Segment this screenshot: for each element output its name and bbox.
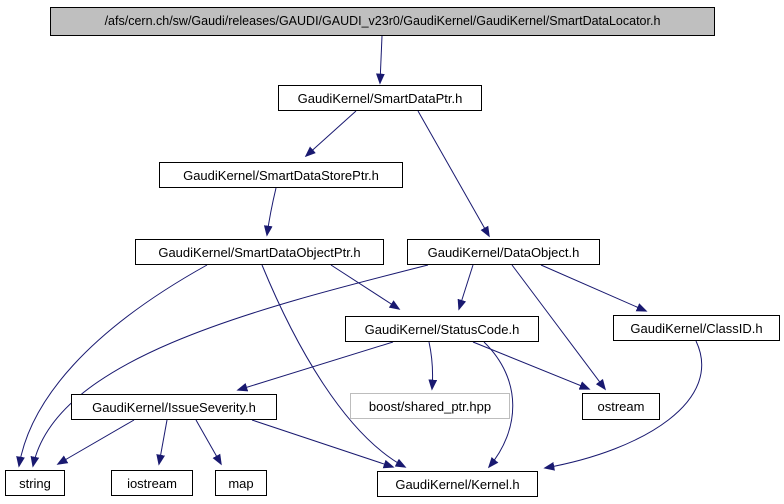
node-label-issueseverity: GaudiKernel/IssueSeverity.h [92,399,256,415]
node-label-classid: GaudiKernel/ClassID.h [630,320,763,336]
edge-dataobject-to-ostream [511,264,606,391]
edge-smartdatastoreptr-to-smartdataobjectptr [263,187,277,237]
node-label-dataobject: GaudiKernel/DataObject.h [427,244,580,260]
node-map: map [215,470,267,496]
edge-dataobject-to-statuscode [457,264,474,311]
edge-dataobject-to-string [30,264,429,468]
edge-issueseverity-to-iostream [156,419,168,466]
node-dataobject[interactable]: GaudiKernel/DataObject.h [407,239,600,265]
edge-statuscode-to-ostream [472,341,591,390]
node-smartdataptr[interactable]: GaudiKernel/SmartDataPtr.h [278,85,482,111]
edge-issueseverity-to-kernel [251,419,395,469]
node-ostream: ostream [582,393,660,420]
edge-root-to-smartdataptr [376,35,385,85]
node-root: /afs/cern.ch/sw/Gaudi/releases/GAUDI/GAU… [50,7,715,36]
node-label-map: map [228,475,254,491]
edge-dataobject-to-classid [540,264,648,312]
edge-smartdataptr-to-smartdatastoreptr [304,110,357,158]
edge-smartdataobjectptr-to-string [16,264,208,468]
edge-statuscode-to-issueseverity [236,341,394,392]
node-kernel[interactable]: GaudiKernel/Kernel.h [377,471,538,497]
edge-statuscode-to-kernel [483,341,514,469]
node-label-ostream: ostream [597,399,645,414]
edge-statuscode-to-boost-shared-ptr [428,341,438,391]
node-string: string [5,470,65,496]
edge-classid-to-kernel [543,340,703,471]
edge-issueseverity-to-string [56,419,135,465]
node-label-kernel: GaudiKernel/Kernel.h [395,476,520,492]
node-issueseverity[interactable]: GaudiKernel/IssueSeverity.h [71,394,277,420]
edge-issueseverity-to-map [195,419,222,466]
node-label-smartdatastoreptr: GaudiKernel/SmartDataStorePtr.h [183,167,379,183]
node-smartdataobjectptr[interactable]: GaudiKernel/SmartDataObjectPtr.h [135,239,384,265]
node-statuscode[interactable]: GaudiKernel/StatusCode.h [345,316,539,342]
node-label-string: string [19,475,51,491]
node-label-statuscode: GaudiKernel/StatusCode.h [364,321,520,337]
edge-smartdataobjectptr-to-kernel [261,264,407,468]
node-label-iostream: iostream [127,475,177,491]
node-label-smartdataobjectptr: GaudiKernel/SmartDataObjectPtr.h [158,244,361,260]
edge-smartdataptr-to-dataobject [417,110,490,238]
node-boost-shared-ptr: boost/shared_ptr.hpp [350,393,510,419]
node-label-root: /afs/cern.ch/sw/Gaudi/releases/GAUDI/GAU… [104,14,661,29]
node-label-smartdataptr: GaudiKernel/SmartDataPtr.h [297,90,463,106]
node-iostream: iostream [111,470,193,496]
node-classid[interactable]: GaudiKernel/ClassID.h [613,315,780,341]
node-smartdatastoreptr[interactable]: GaudiKernel/SmartDataStorePtr.h [159,162,403,188]
edge-smartdataobjectptr-to-statuscode [330,264,401,310]
node-label-boost-shared-ptr: boost/shared_ptr.hpp [368,398,492,414]
